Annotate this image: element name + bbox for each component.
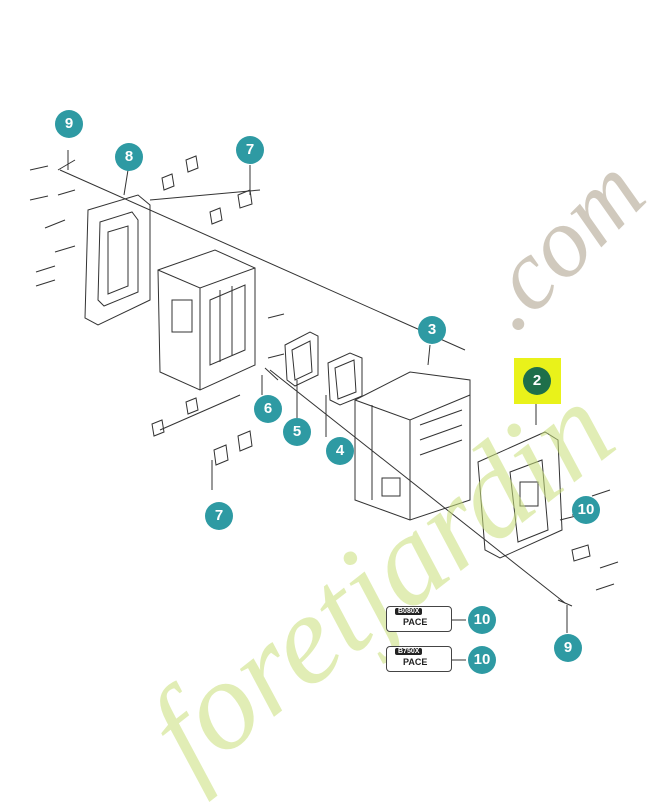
callout-7-top: 7 [236,136,264,164]
part-8-frame [84,194,151,326]
label-tag-b080x: B080X PACE [386,606,452,632]
callout-7-bottom: 7 [205,502,233,530]
callout-10-label2: 10 [468,646,496,674]
battery-core [157,249,256,391]
screw-set-center [264,313,285,381]
part-3-housing [354,371,471,521]
label-tag-b750x: B750X PACE [386,646,452,672]
leader-line [427,344,431,366]
alignment-line [269,369,566,604]
alignment-line [149,189,261,201]
callout-10-label1: 10 [468,606,496,634]
part-2-cover [477,431,563,559]
callout-6: 6 [254,395,282,423]
label-brand: PACE [403,617,428,627]
leader-line [123,169,129,196]
callout-3: 3 [418,316,446,344]
callout-4: 4 [326,437,354,465]
clip-set-bottom [151,397,253,466]
callout-5: 5 [283,418,311,446]
part-4-connector [327,352,363,406]
label-model: B750X [395,648,423,655]
label-brand: PACE [403,657,428,667]
callout-2: 2 [523,367,551,395]
alignment-line [159,394,241,431]
callout-9-bottom: 9 [554,634,582,662]
callout-10-right: 10 [572,496,600,524]
callout-8: 8 [115,143,143,171]
callout-9-top: 9 [55,110,83,138]
part-5-gasket [284,331,319,387]
label-model: B080X [395,608,423,615]
clip-set-top [161,155,253,225]
screw-set-left [29,159,76,287]
small-label-piece [571,544,591,562]
alignment-line [59,169,466,351]
